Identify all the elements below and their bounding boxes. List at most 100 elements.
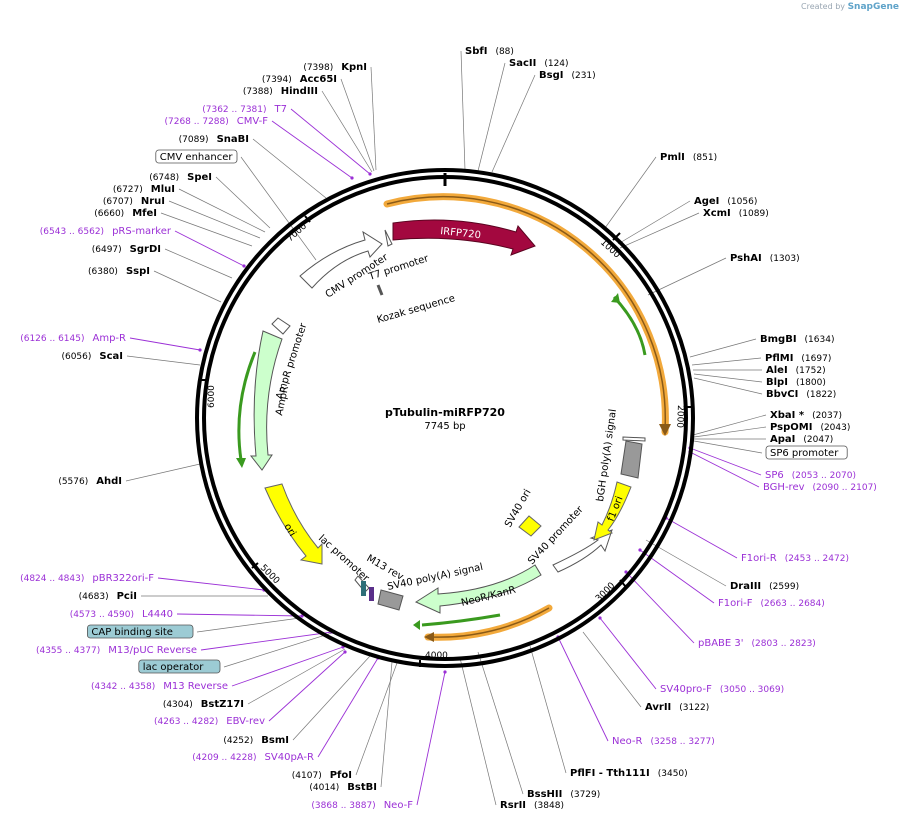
primer-sv40pro-f[interactable]: SV40pro-F(3050 .. 3069) xyxy=(660,684,784,695)
label-name: MfeI xyxy=(132,208,157,219)
enzyme-pshai[interactable]: PshAI(1303) xyxy=(730,253,800,264)
enzyme-bstz17i[interactable]: BstZ17I(4304) xyxy=(163,699,244,710)
feature-irfp720[interactable] xyxy=(392,219,536,256)
enzyme-bsgi[interactable]: BsgI(231) xyxy=(539,70,596,81)
leader-avrii xyxy=(582,631,642,708)
primer-pbabe-3-[interactable]: pBABE 3'(2803 .. 2823) xyxy=(698,638,816,649)
enzyme-pcii[interactable]: PciI(4683) xyxy=(79,591,137,602)
feature-sv40-ori[interactable] xyxy=(518,515,542,537)
enzyme-agei[interactable]: AgeI(1056) xyxy=(694,196,757,207)
primer-amp-r[interactable]: Amp-R(6126 .. 6145) xyxy=(20,333,126,344)
feature-ampr-promoter[interactable] xyxy=(271,317,291,335)
enzyme-sacii[interactable]: SacII(124) xyxy=(509,58,569,69)
enzyme-mlui[interactable]: MluI(6727) xyxy=(113,184,175,195)
label-name: SV40pro-F xyxy=(660,684,712,695)
enzyme-bbvci[interactable]: BbvCI(1822) xyxy=(766,389,836,400)
tick-label-6000: 6000 xyxy=(207,385,217,408)
leader-sacii xyxy=(477,62,506,172)
enzyme-pfoi[interactable]: PfoI(4107) xyxy=(292,770,352,781)
feature-kozak[interactable] xyxy=(376,284,384,296)
primer-ebv-rev[interactable]: EBV-rev(4263 .. 4282) xyxy=(154,716,265,727)
enzyme-avrii[interactable]: AvrII(3122) xyxy=(645,702,709,713)
primer-bgh-rev[interactable]: BGH-rev(2090 .. 2107) xyxy=(763,482,877,493)
enzyme-rsrii[interactable]: RsrII(3848) xyxy=(500,800,564,811)
feature-neor-kanr[interactable] xyxy=(414,564,542,614)
primer-sv40pa-r[interactable]: SV40pA-R(4209 .. 4228) xyxy=(192,752,314,763)
label-position: (6660) xyxy=(94,209,124,219)
feature-box-lac-operator[interactable]: lac operator xyxy=(138,659,221,674)
primer-m13-puc-reverse[interactable]: M13/pUC Reverse(4355 .. 4377) xyxy=(36,645,197,656)
enzyme-bstbi[interactable]: BstBI(4014) xyxy=(309,782,377,793)
label-position: (5576) xyxy=(58,477,88,487)
enzyme-blpi[interactable]: BlpI(1800) xyxy=(766,377,826,388)
leader-prs-marker xyxy=(174,230,245,267)
enzyme-acc65i[interactable]: Acc65I(7394) xyxy=(262,74,337,85)
label-position: (851) xyxy=(693,153,717,163)
primer-neo-f[interactable]: Neo-F(3868 .. 3887) xyxy=(311,800,413,811)
enzyme-apai[interactable]: ApaI(2047) xyxy=(770,434,833,445)
leader-sgrdi xyxy=(164,248,233,279)
leader-neo-f xyxy=(416,671,446,806)
feature-box xyxy=(765,445,848,460)
enzyme-pflmi[interactable]: PflMI(1697) xyxy=(765,353,831,364)
enzyme-bsshii[interactable]: BssHII(3729) xyxy=(527,789,600,800)
enzyme-nrui[interactable]: NruI(6707) xyxy=(103,196,165,207)
label-name: L4440 xyxy=(142,609,173,620)
primer-f1ori-f[interactable]: F1ori-F(2663 .. 2684) xyxy=(718,598,825,609)
label-position: (3258 .. 3277) xyxy=(651,737,715,747)
feature-bgh-polya[interactable] xyxy=(620,440,643,479)
enzyme-snabi[interactable]: SnaBI(7089) xyxy=(179,134,249,145)
primer-t7[interactable]: T7(7362 .. 7381) xyxy=(202,104,287,115)
feature-f1-ori[interactable] xyxy=(593,481,632,541)
feature-ori[interactable] xyxy=(264,483,323,565)
enzyme-alei[interactable]: AleI(1752) xyxy=(766,365,826,376)
enzyme-bmgbi[interactable]: BmgBI(1634) xyxy=(760,334,834,345)
enzyme-mfei[interactable]: MfeI (6660) xyxy=(94,208,157,219)
enzyme-bsmi[interactable]: BsmI(4252) xyxy=(223,735,289,746)
enzyme-draiii[interactable]: DraIII(2599) xyxy=(730,581,799,592)
enzyme-pspomi[interactable]: PspOMI(2043) xyxy=(770,422,850,433)
primer-site-marker xyxy=(242,264,246,268)
primer-l4440[interactable]: L4440(4573 .. 4590) xyxy=(70,609,173,620)
primer-m13-reverse[interactable]: M13 Reverse(4342 .. 4358) xyxy=(91,681,228,692)
enzyme-pflfi-tth111i[interactable]: PflFI - Tth111I(3450) xyxy=(570,768,688,779)
label-name: BGH-rev xyxy=(763,482,805,493)
feature-m13-rev[interactable] xyxy=(369,587,374,601)
feature-cmv-promoter[interactable] xyxy=(299,230,383,289)
feature-box-cap-binding-site[interactable]: CAP binding site xyxy=(87,624,194,639)
leader-f1ori-f xyxy=(639,549,715,604)
feature-sv40-promoter[interactable] xyxy=(552,529,613,573)
primer-prs-marker[interactable]: pRS-marker(6543 .. 6562) xyxy=(40,226,172,237)
enzyme-kpni[interactable]: KpnI(7398) xyxy=(303,62,367,73)
label-position: (6748) xyxy=(149,173,179,183)
enzyme-sbfi[interactable]: SbfI(88) xyxy=(465,46,514,57)
primer-neo-r[interactable]: Neo-R(3258 .. 3277) xyxy=(612,736,715,747)
leader-pfoi xyxy=(355,662,398,776)
enzyme-hindiii[interactable]: HindIII(7388) xyxy=(243,86,318,97)
label-position: (6056) xyxy=(61,352,91,362)
enzyme-scai[interactable]: ScaI(6056) xyxy=(61,351,123,362)
enzyme-xcmi[interactable]: XcmI(1089) xyxy=(703,208,769,219)
feature-box-sp6-promoter[interactable]: SP6 promoter xyxy=(765,445,848,460)
feature-t7-promoter[interactable] xyxy=(384,229,393,247)
primer-pbr322ori-f[interactable]: pBR322ori-F(4824 .. 4843) xyxy=(20,573,154,584)
feature-box-cmv-enhancer[interactable]: CMV enhancer xyxy=(155,149,238,164)
label-name: EBV-rev xyxy=(226,716,265,727)
label-position: (4824 .. 4843) xyxy=(20,574,84,584)
enzyme-ahdi[interactable]: AhdI(5576) xyxy=(58,476,122,487)
leader-sbfi xyxy=(460,50,466,171)
feature-ampr-inner-arrow xyxy=(237,351,257,461)
enzyme-pmli[interactable]: PmlI(851) xyxy=(660,152,717,163)
label-name: MluI xyxy=(151,184,175,195)
enzyme-sspi[interactable]: SspI(6380) xyxy=(88,266,150,277)
primer-cmv-f[interactable]: CMV-F(7268 .. 7288) xyxy=(164,116,268,127)
feature-sv40-polya[interactable] xyxy=(377,589,404,611)
primer-sp6[interactable]: SP6(2053 .. 2070) xyxy=(765,470,856,481)
enzyme-xbai-[interactable]: XbaI *(2037) xyxy=(770,410,842,421)
leader-kpni xyxy=(370,66,377,171)
label-position: (1752) xyxy=(796,366,826,376)
enzyme-sgrdi[interactable]: SgrDI(6497) xyxy=(92,244,161,255)
enzyme-spei[interactable]: SpeI(6748) xyxy=(149,172,212,183)
primer-f1ori-r[interactable]: F1ori-R(2453 .. 2472) xyxy=(741,553,849,564)
feature-ampr[interactable] xyxy=(249,330,283,471)
